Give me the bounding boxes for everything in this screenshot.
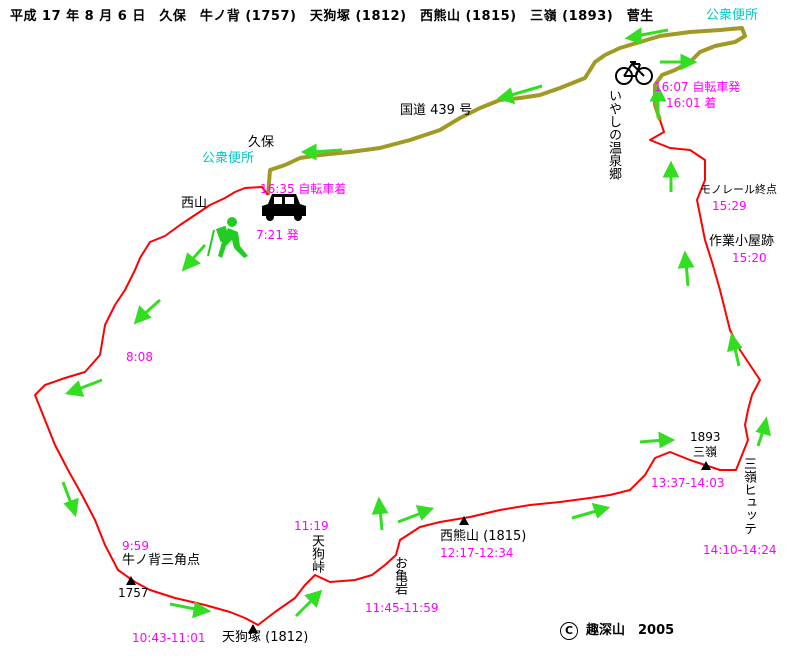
time-okame-iwa: 11:45-11:59 [365,601,439,615]
time-sanrei: 13:37-14:03 [651,476,725,490]
direction-arrows [61,27,771,619]
summit-triangle-icon [701,461,711,470]
direction-arrow-icon [571,502,611,520]
place-ushinose: 牛ノ背三角点 [122,553,201,568]
direction-arrow-icon [624,27,669,45]
direction-arrow-icon [181,244,207,272]
summit-triangle-icon [126,576,136,585]
toilet-label-top: 公衆便所 [706,8,759,23]
copyright-symbol: C [560,622,578,640]
time-959: 9:59 [122,539,149,553]
time-sagyou: 15:20 [732,251,767,265]
direction-arrow-icon [61,481,79,518]
direction-arrow-icon [677,250,695,287]
hiker-icon [207,217,248,258]
copyright: C 趣深山 2005 [560,622,674,640]
time-hutte: 14:10-14:24 [703,543,777,557]
place-sagyou-hut: 作業小屋跡 [709,234,775,249]
direction-arrow-icon [727,332,743,367]
time-tengu-pass: 11:19 [294,519,329,533]
direction-arrow-icon [169,601,212,619]
time-bike-depart: 16:07 自転車発 [654,80,741,94]
place-sanrei-hutte: 三嶺ヒュッテ [741,457,756,535]
place-okame-iwa: お亀岩 [392,556,407,595]
car-icon [262,194,306,221]
place-tengu-pass: 天狗峠 [309,534,324,573]
direction-arrow-icon [662,160,680,192]
time-arrive-top: 16:01 着 [666,96,717,110]
place-nishikuma: 西熊山 (1815) [440,529,527,544]
direction-arrow-icon [300,143,343,161]
time-tengu-zuka: 10:43-11:01 [132,631,206,645]
direction-arrow-icon [660,53,698,71]
time-nishikuma: 12:17-12:34 [440,546,514,560]
place-sanrei: 三嶺 [693,445,718,459]
place-sanrei-elev: 1893 [690,430,721,444]
direction-arrow-icon [649,84,667,118]
summit-triangle-icon [248,624,258,633]
toilet-label-left: 公衆便所 [202,151,255,166]
map-title: 平成 17 年 8 月 6 日 久保 牛ノ背 (1757) 天狗塚 (1812)… [10,9,654,24]
bicycle-icon [615,61,653,85]
time-808: 8:08 [126,350,153,364]
time-monorail: 15:29 [712,199,747,213]
time-depart-start: 7:21 発 [256,228,299,242]
direction-arrow-icon [755,416,771,447]
direction-arrow-icon [133,298,161,325]
road-route-439 [266,26,747,196]
time-bike-arrive: 16:35 自転車着 [260,182,347,196]
copyright-text: 趣深山 2005 [586,623,675,638]
place-iyashi-onsen: いやしの温泉郷 [606,89,621,180]
summit-triangle-icon [459,516,469,525]
place-tengu-zuka: 天狗塚 (1812) [222,630,309,645]
direction-arrow-icon [639,431,676,449]
road-label: 国道 439 号 [400,103,473,118]
direction-arrow-icon [294,589,323,618]
direction-arrow-icon [64,378,103,397]
place-nishiyama: 西山 [181,196,208,211]
place-monorail-end: モノレール終点 [700,183,777,196]
place-ushinose-elev: 1757 [118,586,149,600]
direction-arrow-icon [397,505,435,524]
place-kubo: 久保 [248,135,275,150]
direction-arrow-icon [496,84,543,105]
direction-arrow-icon [371,496,389,531]
